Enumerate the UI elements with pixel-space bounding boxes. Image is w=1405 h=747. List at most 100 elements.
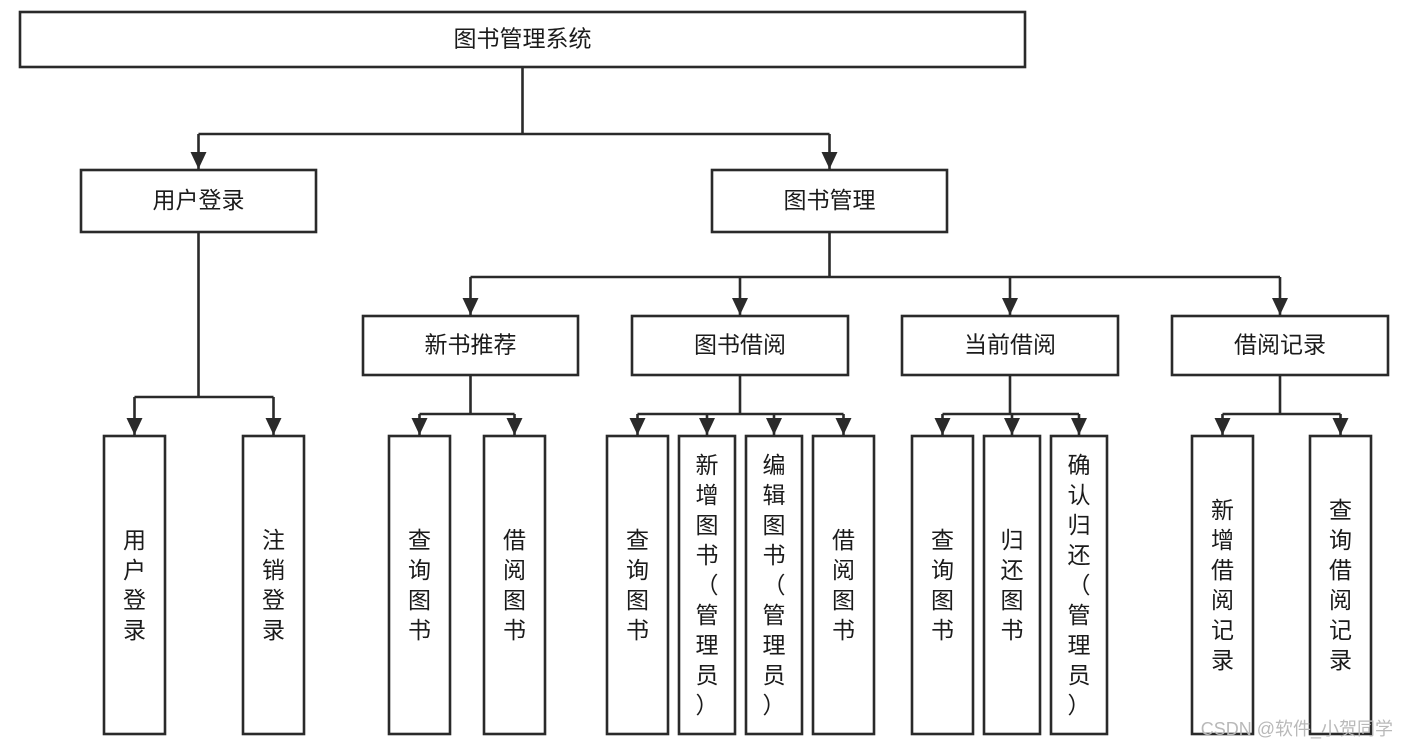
node-label-leaf-add-book-char-4: （ bbox=[696, 572, 719, 598]
node-label-leaf-query-book-2-char-0: 查 bbox=[626, 527, 649, 553]
node-label-leaf-confirm-return-char-2: 归 bbox=[1068, 512, 1091, 538]
node-label-user-login: 用户登录 bbox=[153, 187, 245, 213]
node-box-new-book-recommend[interactable] bbox=[361, 314, 580, 377]
node-box-leaf-confirm-return[interactable] bbox=[1049, 434, 1109, 736]
connector-layer bbox=[126, 67, 1349, 435]
node-label-leaf-user-login-char-0: 用 bbox=[123, 527, 146, 553]
node-label-leaf-user-login-char-3: 录 bbox=[123, 617, 146, 643]
node-label-leaf-return-book-char-3: 书 bbox=[1001, 617, 1024, 643]
node-label-leaf-edit-book-char-3: 书 bbox=[763, 542, 786, 568]
node-label-leaf-confirm-return-char-7: 员 bbox=[1068, 662, 1091, 688]
node-label-leaf-query-book-2-char-3: 书 bbox=[626, 617, 649, 643]
node-label-leaf-edit-book-char-0: 编 bbox=[763, 452, 786, 478]
node-label-leaf-borrow-book-1-char-0: 借 bbox=[503, 527, 526, 553]
node-box-leaf-add-book[interactable] bbox=[677, 434, 737, 736]
node-box-current-borrow[interactable] bbox=[900, 314, 1120, 377]
node-box-leaf-borrow-book-2[interactable] bbox=[811, 434, 876, 736]
arrow-root-to-user-login bbox=[190, 152, 207, 169]
node-label-leaf-return-book-char-2: 图 bbox=[1001, 587, 1024, 613]
node-label-book-borrow: 图书借阅 bbox=[694, 332, 786, 358]
node-box-leaf-query-book-2[interactable] bbox=[605, 434, 670, 736]
node-label-leaf-add-record-char-5: 录 bbox=[1211, 647, 1234, 673]
arrow-current-borrow-to-leaf-query-book-3 bbox=[934, 418, 951, 435]
node-book-manage[interactable]: 图书管理 bbox=[710, 168, 949, 234]
node-label-leaf-edit-book-char-6: 理 bbox=[763, 632, 786, 658]
node-label-leaf-query-book-1-char-0: 查 bbox=[408, 527, 431, 553]
node-root[interactable]: 图书管理系统 bbox=[18, 10, 1027, 69]
watermark-text: CSDN @软件_小贺同学 bbox=[1200, 719, 1393, 739]
node-label-leaf-query-book-1-char-3: 书 bbox=[408, 617, 431, 643]
node-label-leaf-query-book-3-char-1: 询 bbox=[931, 557, 954, 583]
arrow-book-manage-to-borrow-record bbox=[1272, 298, 1288, 315]
node-book-borrow[interactable]: 图书借阅 bbox=[630, 314, 850, 377]
node-label-leaf-query-book-2-char-1: 询 bbox=[626, 557, 649, 583]
node-label-leaf-edit-book-char-8: ） bbox=[763, 692, 786, 718]
node-box-book-borrow[interactable] bbox=[630, 314, 850, 377]
node-label-leaf-add-book-char-2: 图 bbox=[696, 512, 719, 538]
node-label-leaf-edit-book-char-2: 图 bbox=[763, 512, 786, 538]
node-label-leaf-add-record-char-4: 记 bbox=[1211, 617, 1234, 643]
node-box-leaf-query-book-3[interactable] bbox=[910, 434, 975, 736]
node-user-login[interactable]: 用户登录 bbox=[79, 168, 318, 234]
node-label-leaf-add-book-char-8: ） bbox=[696, 692, 719, 718]
node-box-root[interactable] bbox=[18, 10, 1027, 69]
node-label-leaf-confirm-return-char-4: （ bbox=[1068, 572, 1091, 598]
node-box-leaf-add-record[interactable] bbox=[1190, 434, 1255, 736]
node-label-leaf-add-record-char-2: 借 bbox=[1211, 557, 1234, 583]
arrow-new-book-recommend-to-leaf-borrow-book-1 bbox=[506, 418, 523, 435]
arrow-borrow-record-to-leaf-add-record bbox=[1214, 418, 1231, 435]
node-box-book-manage[interactable] bbox=[710, 168, 949, 234]
node-box-leaf-user-login[interactable] bbox=[102, 434, 167, 736]
node-new-book-recommend[interactable]: 新书推荐 bbox=[361, 314, 580, 377]
node-leaf-user-login[interactable]: 用户登录 bbox=[102, 434, 167, 736]
node-label-leaf-return-book-char-1: 还 bbox=[1001, 557, 1024, 583]
node-label-leaf-add-book-char-5: 管 bbox=[696, 602, 719, 628]
node-label-leaf-borrow-book-1-char-1: 阅 bbox=[503, 557, 526, 583]
node-label-leaf-add-book-char-3: 书 bbox=[696, 542, 719, 568]
node-box-user-login[interactable] bbox=[79, 168, 318, 234]
node-label-leaf-query-book-1-char-1: 询 bbox=[408, 557, 431, 583]
node-label-leaf-query-record-char-4: 记 bbox=[1329, 617, 1352, 643]
node-box-leaf-query-book-1[interactable] bbox=[387, 434, 452, 736]
arrow-current-borrow-to-leaf-confirm-return bbox=[1071, 418, 1087, 435]
node-label-leaf-borrow-book-1-char-3: 书 bbox=[503, 617, 526, 643]
node-box-leaf-logout-login[interactable] bbox=[241, 434, 306, 736]
node-label-leaf-edit-book-char-5: 管 bbox=[763, 602, 786, 628]
node-box-leaf-edit-book[interactable] bbox=[744, 434, 804, 736]
arrow-new-book-recommend-to-leaf-query-book-1 bbox=[411, 418, 428, 435]
node-label-leaf-confirm-return-char-5: 管 bbox=[1068, 602, 1091, 628]
node-box-leaf-query-record[interactable] bbox=[1308, 434, 1373, 736]
node-box-leaf-borrow-book-1[interactable] bbox=[482, 434, 547, 736]
node-label-leaf-borrow-book-2-char-2: 图 bbox=[832, 587, 855, 613]
arrow-current-borrow-to-leaf-return-book bbox=[1004, 418, 1020, 435]
node-label-root: 图书管理系统 bbox=[454, 26, 592, 52]
node-label-leaf-return-book-char-0: 归 bbox=[1001, 527, 1024, 553]
node-label-leaf-borrow-book-1-char-2: 图 bbox=[503, 587, 526, 613]
arrow-book-manage-to-book-borrow bbox=[732, 298, 748, 315]
node-label-leaf-edit-book-char-7: 员 bbox=[763, 662, 786, 688]
node-label-leaf-query-book-2-char-2: 图 bbox=[626, 587, 649, 613]
node-box-leaf-return-book[interactable] bbox=[982, 434, 1042, 736]
node-label-leaf-query-book-3-char-2: 图 bbox=[931, 587, 954, 613]
node-box-borrow-record[interactable] bbox=[1170, 314, 1390, 377]
node-borrow-record[interactable]: 借阅记录 bbox=[1170, 314, 1390, 377]
node-current-borrow[interactable]: 当前借阅 bbox=[900, 314, 1120, 377]
node-label-new-book-recommend: 新书推荐 bbox=[425, 332, 517, 358]
node-label-leaf-logout-login-char-3: 录 bbox=[262, 617, 285, 643]
node-label-borrow-record: 借阅记录 bbox=[1234, 332, 1326, 358]
arrow-book-manage-to-current-borrow bbox=[1002, 298, 1018, 315]
node-label-leaf-add-record-char-1: 增 bbox=[1211, 527, 1234, 553]
